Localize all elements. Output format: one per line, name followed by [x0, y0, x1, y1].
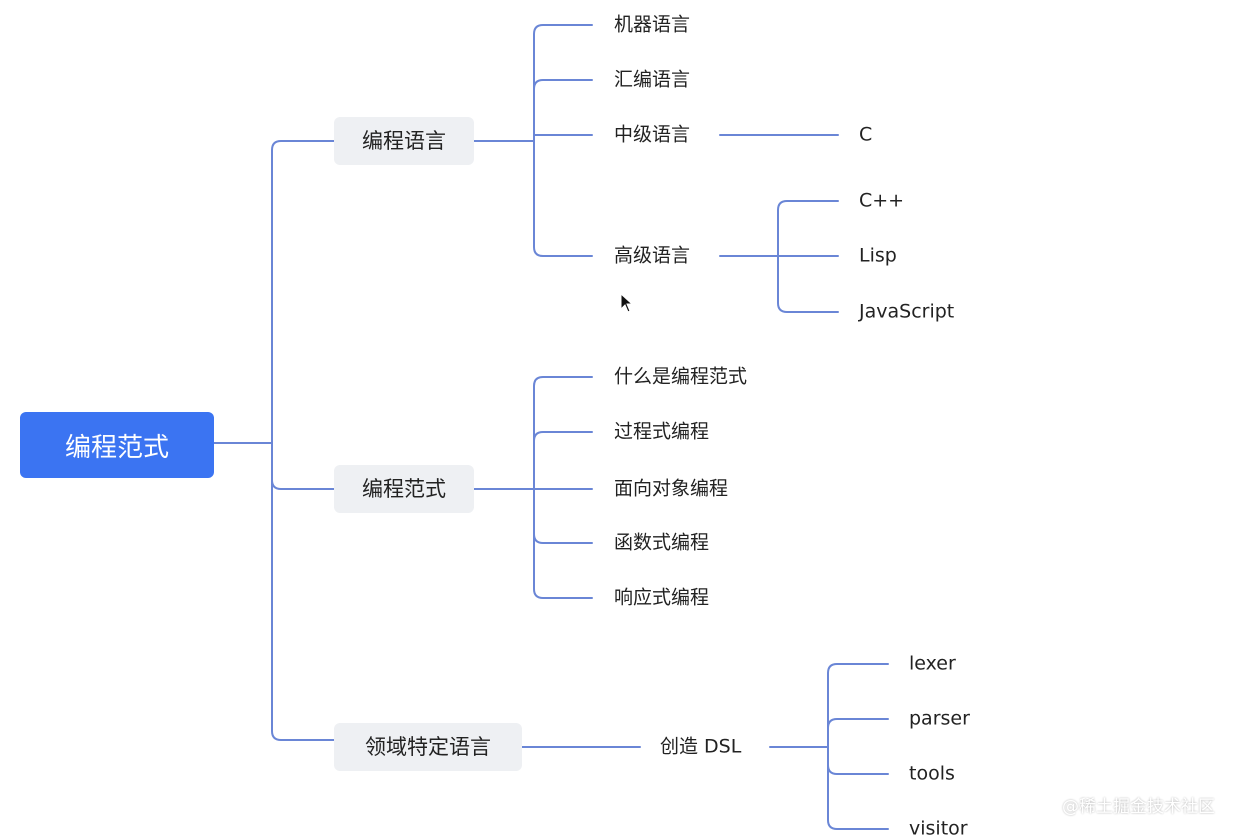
node-lisp[interactable]: Lisp — [859, 244, 897, 267]
node-paradigms-label: 编程范式 — [362, 476, 446, 501]
connector-root — [213, 140, 335, 741]
node-tools[interactable]: tools — [909, 762, 955, 785]
node-procedural[interactable]: 过程式编程 — [614, 420, 710, 443]
connector-paradigms — [473, 376, 593, 599]
node-reactive[interactable]: 响应式编程 — [614, 586, 710, 609]
root-label: 编程范式 — [64, 432, 169, 463]
watermark: @稀土掘金技术社区 — [1062, 797, 1215, 817]
node-machine-language[interactable]: 机器语言 — [614, 13, 691, 36]
node-lexer[interactable]: lexer — [909, 652, 956, 675]
node-dsl[interactable]: 领域特定语言 — [334, 723, 522, 771]
connector-create-dsl — [769, 663, 889, 830]
node-what-is-paradigm[interactable]: 什么是编程范式 — [614, 365, 748, 388]
node-middle-language[interactable]: 中级语言 — [614, 123, 691, 146]
node-assembly-language[interactable]: 汇编语言 — [614, 68, 691, 91]
root-node[interactable]: 编程范式 — [20, 412, 214, 478]
node-paradigms[interactable]: 编程范式 — [334, 465, 474, 513]
mouse-cursor-icon — [620, 293, 634, 313]
node-create-dsl[interactable]: 创造 DSL — [660, 735, 742, 758]
node-languages-label: 编程语言 — [362, 128, 446, 153]
node-javascript[interactable]: JavaScript — [859, 300, 955, 323]
node-visitor[interactable]: visitor — [909, 817, 968, 840]
node-dsl-label: 领域特定语言 — [365, 734, 491, 759]
node-object-oriented[interactable]: 面向对象编程 — [614, 477, 729, 500]
connector-high — [719, 200, 839, 313]
node-languages[interactable]: 编程语言 — [334, 117, 474, 165]
node-cpp[interactable]: C++ — [859, 189, 905, 212]
node-parser[interactable]: parser — [909, 707, 970, 730]
node-functional[interactable]: 函数式编程 — [614, 531, 710, 554]
node-c[interactable]: C — [859, 123, 873, 146]
node-high-language[interactable]: 高级语言 — [614, 244, 691, 267]
connector-languages — [473, 24, 593, 257]
